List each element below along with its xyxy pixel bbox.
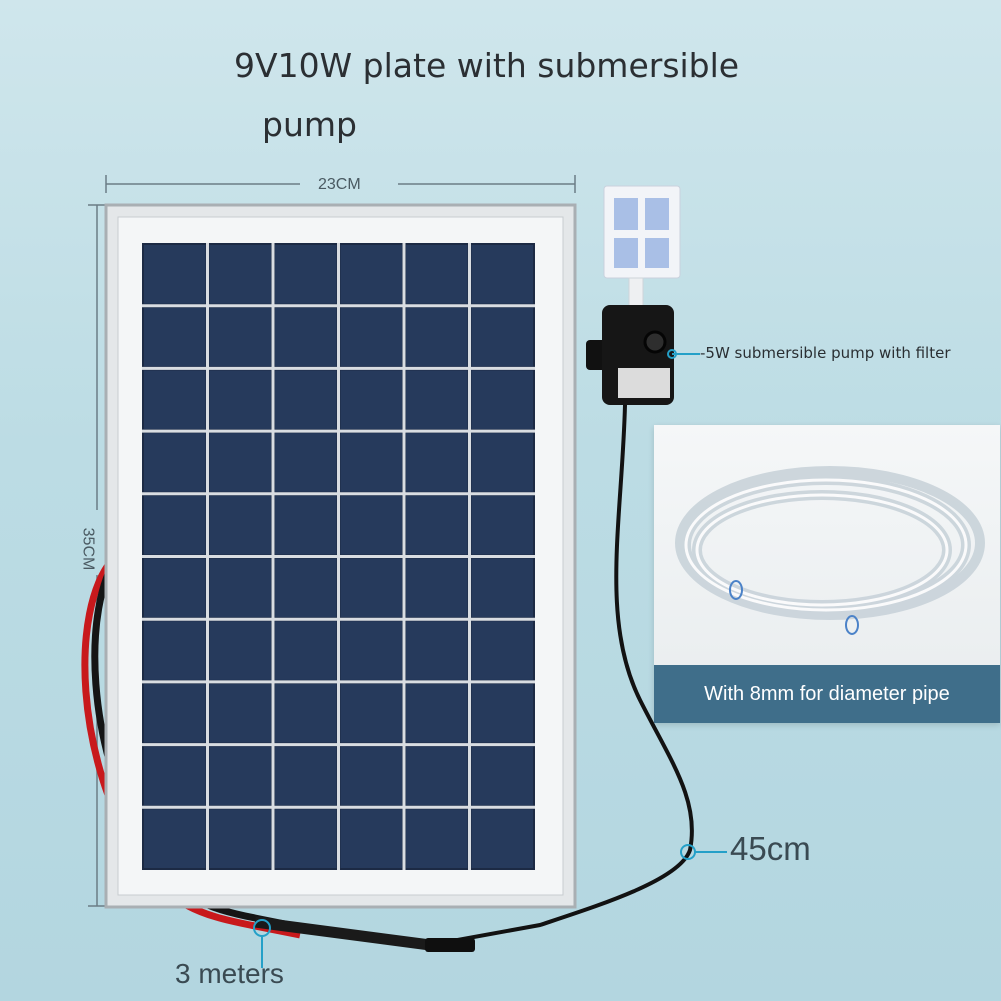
solar-cell [275,558,337,618]
solar-cell [471,307,533,367]
solar-cell [406,809,468,868]
solar-cell [340,495,402,555]
pipe-caption: With 8mm for diameter pipe [654,665,1000,723]
cable-3m-label: 3 meters [175,958,284,989]
solar-cell [471,621,533,680]
solar-cell [471,433,533,492]
pipe-end [729,580,743,600]
solar-cell [209,621,271,680]
solar-cell [209,433,271,492]
solar-cell [471,809,533,868]
solar-cell-grid [142,243,535,870]
pump-filter [603,185,681,309]
solar-cell [144,307,206,367]
solar-cell [471,558,533,618]
solar-cell [471,746,533,806]
solar-cell [340,621,402,680]
width-label: 23CM [318,176,361,193]
title: 9V10W plate with submersible [234,46,740,85]
solar-cell [340,746,402,806]
solar-cell [144,433,206,492]
solar-cell [275,809,337,868]
solar-cell [275,307,337,367]
solar-cell [340,683,402,743]
solar-cell [340,307,402,367]
solar-cell [471,495,533,555]
solar-cell [340,558,402,618]
solar-cell [144,683,206,743]
solar-cell [209,683,271,743]
solar-cell [406,621,468,680]
solar-cell [340,809,402,868]
cable-sheath [254,916,431,951]
solar-cell [144,495,206,555]
pump-body [586,305,674,405]
solar-cell [209,746,271,806]
solar-cell [406,307,468,367]
solar-cell [144,370,206,430]
solar-cell [406,746,468,806]
solar-cell [144,558,206,618]
solar-cell [340,433,402,492]
solar-cell [209,809,271,868]
solar-cell [406,433,468,492]
pipe-end [845,615,859,635]
solar-cell [275,621,337,680]
cable-45cm-label: 45cm [730,830,811,867]
solar-cell [406,683,468,743]
height-label: 35CM [79,527,97,571]
solar-cell [144,245,206,304]
solar-cell [209,245,271,304]
subtitle: pump [262,105,357,144]
solar-cell [471,245,533,304]
solar-cell [340,245,402,304]
solar-cell [406,495,468,555]
solar-cell [275,495,337,555]
solar-cell [275,370,337,430]
solar-cell [340,370,402,430]
solar-cell [209,370,271,430]
solar-cell [471,370,533,430]
solar-cell [209,495,271,555]
cable-connector [425,938,475,952]
solar-cell [406,370,468,430]
solar-cell [275,746,337,806]
solar-cell [275,433,337,492]
solar-cell [209,558,271,618]
pump-callout-label: -5W submersible pump with filter [700,344,951,362]
transparent-pipe-coil [675,466,985,635]
solar-cell [144,621,206,680]
pump-cable [429,404,694,947]
solar-cell [209,307,271,367]
solar-cell [406,558,468,618]
solar-cell [406,245,468,304]
solar-cell [144,746,206,806]
solar-cell [275,245,337,304]
width-dimension-line [105,175,576,193]
solar-cell [144,809,206,868]
solar-cell [471,683,533,743]
solar-cell [275,683,337,743]
